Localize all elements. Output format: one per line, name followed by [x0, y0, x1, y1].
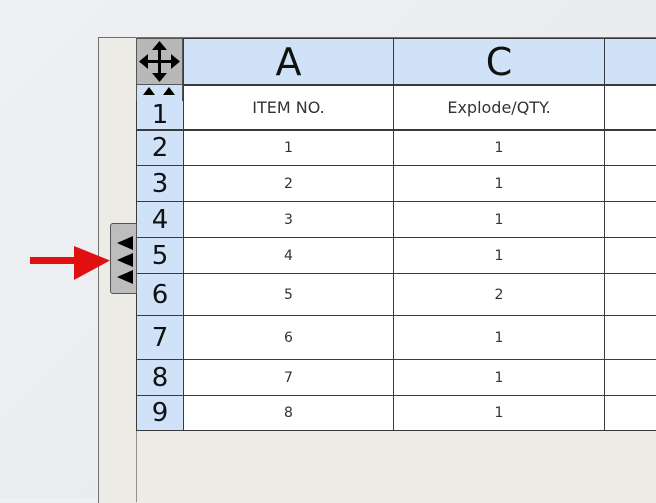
table-cell[interactable]: 1 [393, 165, 605, 202]
header-cell-explode-qty[interactable]: Explode/QTY. [393, 85, 605, 130]
table-cell[interactable]: 1 [393, 315, 605, 360]
row-number-9[interactable]: 9 [136, 395, 184, 431]
table-cell[interactable]: 5 [183, 273, 394, 316]
row-number-5[interactable]: 5 [136, 237, 184, 274]
table-cell[interactable]: 2 [393, 273, 605, 316]
table-cell[interactable]: 6 [183, 315, 394, 360]
row-number-1[interactable]: 1 [136, 100, 184, 130]
row-number-7[interactable]: 7 [136, 315, 184, 360]
table-cell[interactable]: 1 [393, 395, 605, 431]
row-number-4[interactable]: 4 [136, 201, 184, 238]
move-table-icon[interactable] [136, 38, 183, 85]
column-header-next[interactable] [604, 38, 656, 85]
table-cell[interactable]: 1 [393, 237, 605, 274]
table-cell[interactable]: 1 [393, 359, 605, 396]
row-handle-tab[interactable] [110, 223, 137, 294]
column-header-c[interactable]: C [393, 38, 605, 85]
row-number-8[interactable]: 8 [136, 359, 184, 396]
table-cell[interactable] [604, 315, 656, 360]
table-cell[interactable] [604, 359, 656, 396]
column-header-a[interactable]: A [183, 38, 394, 85]
table-cell[interactable] [604, 201, 656, 238]
row-number-2[interactable]: 2 [136, 130, 184, 166]
table-cell[interactable]: 3 [183, 201, 394, 238]
table-cell[interactable] [604, 273, 656, 316]
header-cell-item-no[interactable]: ITEM NO. [183, 85, 394, 130]
table-cell[interactable]: 1 [393, 201, 605, 238]
row-number-3[interactable]: 3 [136, 165, 184, 202]
callout-arrow-icon [30, 246, 110, 290]
row-handle-icon [117, 236, 133, 284]
table-cell[interactable]: 1 [183, 130, 394, 166]
table-cell[interactable]: 1 [393, 130, 605, 166]
table-cell[interactable]: 8 [183, 395, 394, 431]
table-cell[interactable] [604, 165, 656, 202]
header-cell-next[interactable] [604, 85, 656, 130]
row-number-6[interactable]: 6 [136, 273, 184, 316]
table-cell[interactable]: 7 [183, 359, 394, 396]
table-cell[interactable] [604, 395, 656, 431]
table-cell[interactable] [604, 237, 656, 274]
collapse-header-icon[interactable] [136, 85, 183, 102]
table-cell[interactable] [604, 130, 656, 166]
table-cell[interactable]: 4 [183, 237, 394, 274]
table-cell[interactable]: 2 [183, 165, 394, 202]
